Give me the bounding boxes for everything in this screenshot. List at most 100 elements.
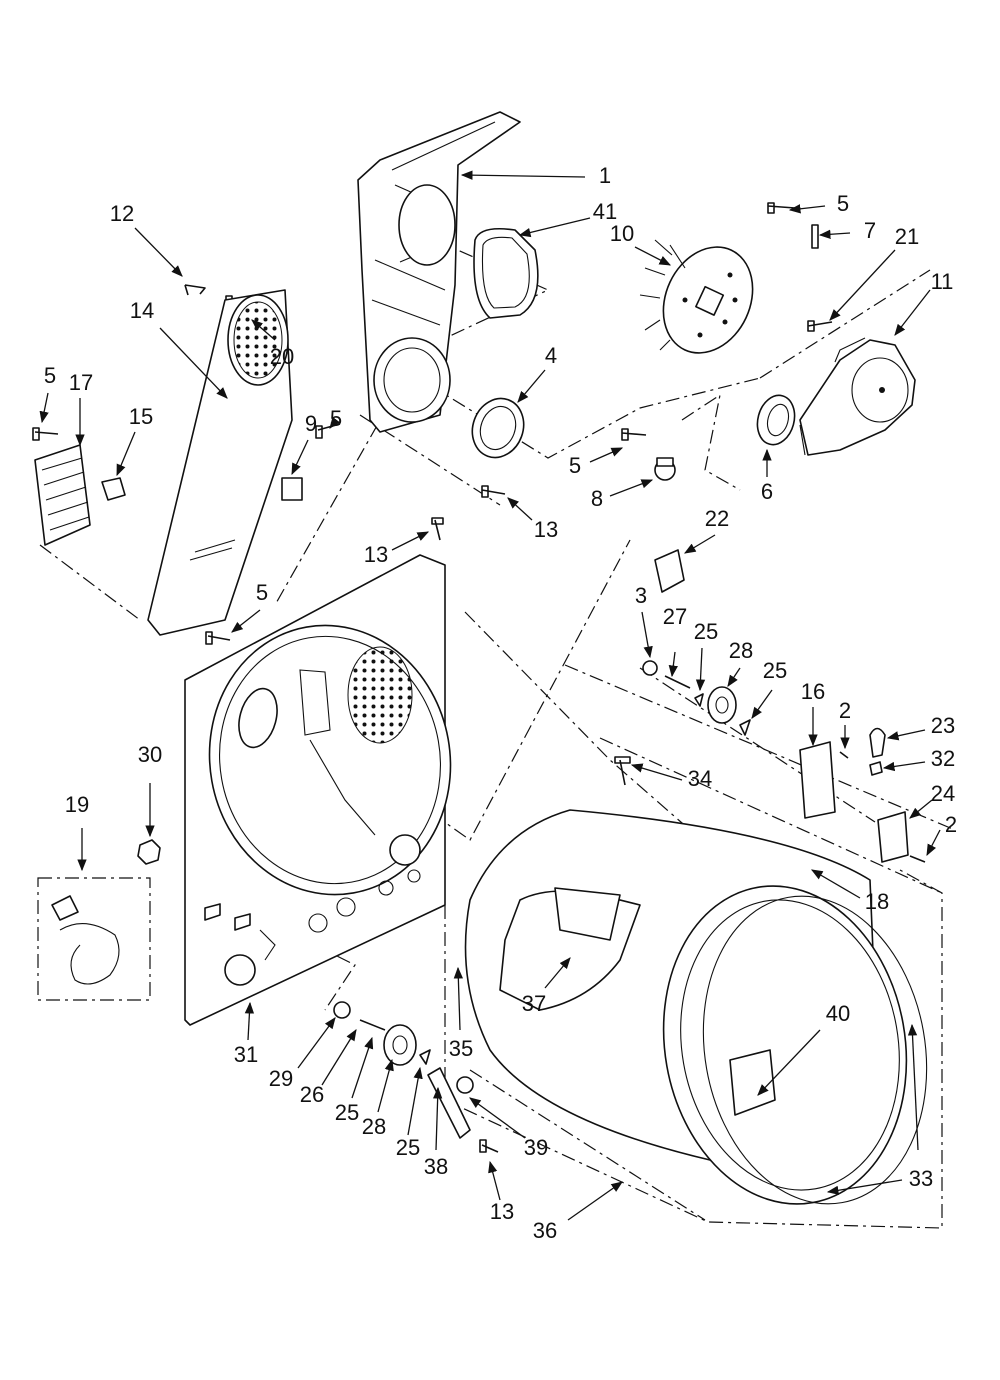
part-15-clip bbox=[101, 477, 126, 501]
label-part-18: 18 bbox=[865, 889, 889, 914]
leader-37 bbox=[544, 957, 571, 989]
switch-parts bbox=[787, 727, 909, 874]
leader-10 bbox=[634, 246, 672, 266]
leader-12 bbox=[134, 227, 183, 277]
leader-35 bbox=[453, 966, 464, 1031]
leader-3 bbox=[641, 611, 653, 659]
leader-28b bbox=[377, 1058, 394, 1113]
leader-40 bbox=[757, 1029, 821, 1096]
label-part-35: 35 bbox=[449, 1036, 473, 1061]
label-part-24: 24 bbox=[931, 781, 955, 806]
part-22-glide bbox=[654, 549, 685, 593]
part-19-harness bbox=[51, 895, 120, 985]
leader-13a bbox=[507, 497, 533, 521]
label-part-25b: 25 bbox=[763, 658, 787, 683]
leader-28a bbox=[727, 667, 741, 687]
part-4-seal bbox=[471, 397, 525, 459]
label-part-29: 29 bbox=[269, 1066, 293, 1091]
leader-5b bbox=[39, 392, 49, 424]
label-part-6: 6 bbox=[761, 479, 773, 504]
label-part-26: 26 bbox=[300, 1082, 324, 1107]
rollers-top bbox=[642, 660, 751, 736]
label-part-10: 10 bbox=[610, 221, 634, 246]
label-part-36: 36 bbox=[533, 1218, 557, 1243]
label-part-13c: 13 bbox=[490, 1199, 514, 1224]
part-10-blower-wheel bbox=[639, 239, 754, 354]
leader-34 bbox=[630, 763, 683, 781]
leader-27 bbox=[668, 651, 678, 678]
leader-31 bbox=[244, 1001, 255, 1041]
label-part-34: 34 bbox=[688, 766, 712, 791]
label-part-33: 33 bbox=[909, 1166, 933, 1191]
leader-1 bbox=[460, 170, 586, 180]
leader-13b bbox=[391, 531, 430, 551]
label-part-16: 16 bbox=[801, 679, 825, 704]
part-8-thermostat bbox=[654, 457, 676, 481]
part-labels: 1 41 10 5 7 21 11 12 20 14 4 5 17 15 9 5… bbox=[44, 163, 957, 1243]
leader-41 bbox=[518, 217, 591, 238]
label-part-5e: 5 bbox=[256, 580, 268, 605]
label-part-2b: 2 bbox=[945, 812, 957, 837]
label-part-28b: 28 bbox=[362, 1114, 386, 1139]
leader-8 bbox=[609, 479, 654, 497]
label-part-27: 27 bbox=[663, 604, 687, 629]
leader-33a bbox=[907, 1023, 919, 1151]
label-part-37: 37 bbox=[522, 991, 546, 1016]
label-part-23: 23 bbox=[931, 713, 955, 738]
leader-5c bbox=[329, 416, 341, 429]
leader-23 bbox=[886, 729, 926, 741]
leader-4 bbox=[517, 369, 546, 403]
part-31-rear-panel bbox=[184, 554, 452, 1026]
label-part-4: 4 bbox=[545, 343, 557, 368]
label-part-19: 19 bbox=[65, 792, 89, 817]
leader-32 bbox=[882, 761, 926, 772]
leader-39 bbox=[469, 1097, 526, 1139]
leader-25c bbox=[351, 1036, 374, 1099]
label-part-13b: 13 bbox=[364, 542, 388, 567]
part-17-heater-box bbox=[34, 444, 91, 546]
part-9-bracket bbox=[281, 477, 303, 501]
part-14-lint-duct bbox=[147, 289, 293, 636]
leader-9 bbox=[291, 439, 309, 476]
label-part-5c: 5 bbox=[330, 406, 342, 431]
label-part-5b: 5 bbox=[44, 363, 56, 388]
label-part-13a: 13 bbox=[534, 517, 558, 542]
leader-36 bbox=[567, 1181, 623, 1221]
label-part-38: 38 bbox=[424, 1154, 448, 1179]
label-part-1: 1 bbox=[599, 163, 611, 188]
label-part-41: 41 bbox=[593, 199, 617, 224]
label-part-15: 15 bbox=[129, 404, 153, 429]
leader-25a bbox=[695, 647, 706, 692]
label-part-22: 22 bbox=[705, 506, 729, 531]
leader-33b bbox=[826, 1179, 903, 1195]
label-part-11: 11 bbox=[931, 269, 954, 294]
part-35-drum bbox=[464, 809, 928, 1205]
leader-21 bbox=[829, 249, 896, 321]
leader-25b bbox=[751, 689, 773, 719]
label-part-2a: 2 bbox=[839, 698, 851, 723]
label-part-5a: 5 bbox=[837, 191, 849, 216]
leader-25d bbox=[407, 1066, 423, 1136]
leader-20 bbox=[251, 319, 276, 341]
leader-22 bbox=[683, 534, 716, 554]
leader-13c bbox=[488, 1160, 501, 1201]
label-part-32: 32 bbox=[931, 746, 955, 771]
leader-7 bbox=[818, 229, 851, 239]
label-part-25c: 25 bbox=[335, 1100, 359, 1125]
leader-38 bbox=[432, 1086, 443, 1151]
label-part-21: 21 bbox=[895, 224, 919, 249]
part-30-nut bbox=[137, 839, 161, 865]
part-41-gasket bbox=[473, 227, 539, 319]
label-part-28a: 28 bbox=[729, 638, 753, 663]
leader-15 bbox=[116, 431, 136, 477]
label-part-30: 30 bbox=[138, 742, 162, 767]
label-part-17: 17 bbox=[69, 370, 93, 395]
label-part-8: 8 bbox=[591, 486, 603, 511]
label-part-7: 7 bbox=[864, 218, 876, 243]
part-11-blower-housing bbox=[799, 337, 916, 456]
leader-5d bbox=[589, 447, 624, 463]
leader-5e bbox=[231, 609, 261, 633]
leader-11 bbox=[894, 289, 931, 336]
label-part-5d: 5 bbox=[569, 453, 581, 478]
